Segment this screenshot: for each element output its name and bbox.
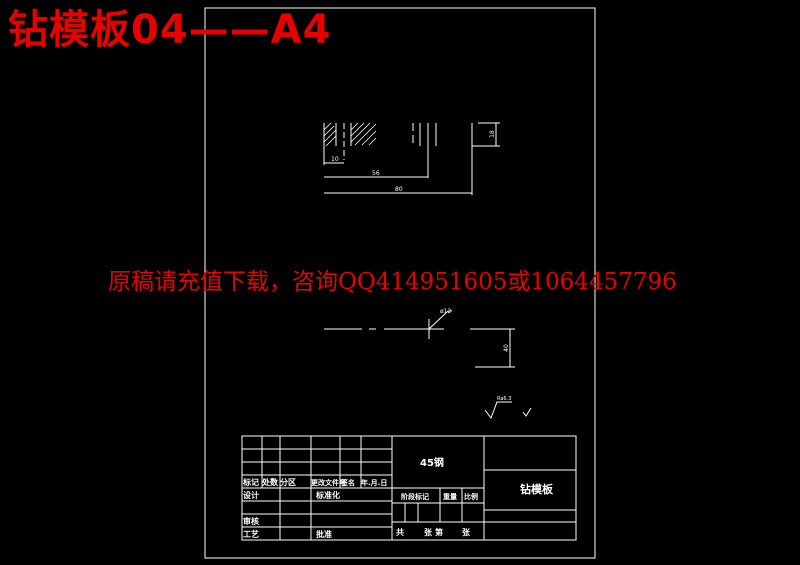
label-change-doc: 更改文件号 <box>311 478 346 487</box>
label-partition: 分区 <box>280 477 296 487</box>
dim-phi: ø12 <box>440 308 451 315</box>
label-scale: 比例 <box>464 492 478 501</box>
roughness-symbol <box>484 401 532 420</box>
label-approve: 批准 <box>316 529 332 539</box>
watermark-text: 原稿请充值下载，咨询QQ414951605或1064457796 <box>108 269 677 295</box>
label-signature: 签名 <box>340 478 355 487</box>
roughness-value: Ra6.3 <box>497 396 511 402</box>
drawing-title: 钻模板04——A4 <box>8 7 332 53</box>
label-design: 设计 <box>243 490 259 500</box>
title-block-text: 标记 处数 分区 更改文件号 签名 年.月.日 设计 标准化 审核 工艺 批准 … <box>242 456 554 539</box>
label-stage-mark: 阶段标记 <box>401 492 429 501</box>
label-sheets: 张 <box>424 528 433 537</box>
label-count: 处数 <box>261 477 279 487</box>
dim-80: 80 <box>395 186 403 193</box>
label-date: 年.月.日 <box>361 478 387 487</box>
plan-view <box>324 310 515 368</box>
label-no: 第 <box>435 527 443 537</box>
label-standardize: 标准化 <box>315 490 340 500</box>
part-name: 钻模板 <box>520 482 554 496</box>
dim-56: 56 <box>372 170 380 177</box>
sheet-border <box>204 7 596 559</box>
material: 45钢 <box>420 456 444 469</box>
dim-18: 18 <box>489 130 496 138</box>
label-weight: 重量 <box>443 492 457 501</box>
label-mark: 标记 <box>242 477 259 487</box>
label-total: 共 <box>396 527 404 537</box>
label-process: 工艺 <box>243 529 259 539</box>
label-review: 审核 <box>243 516 259 526</box>
section-view <box>323 122 500 195</box>
dim-40: 40 <box>503 344 510 352</box>
label-sheet-end: 张 <box>462 528 471 537</box>
dim-10: 10 <box>331 156 339 163</box>
title-block <box>241 435 577 541</box>
